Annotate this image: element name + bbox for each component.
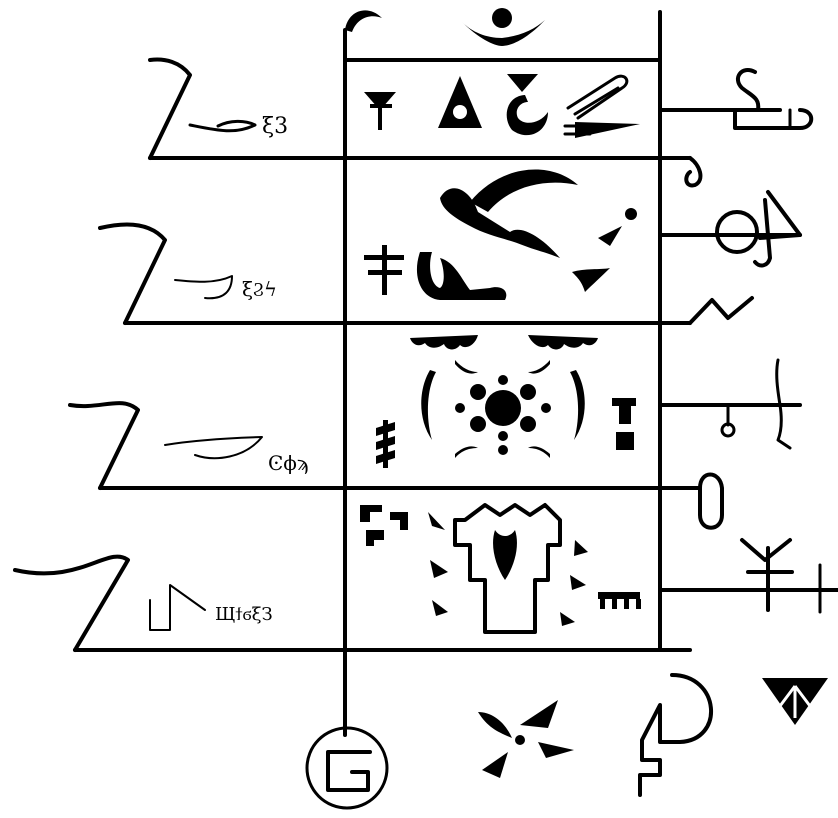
row-3-script: Ͼϕϡ	[268, 451, 308, 475]
bird-glyph	[440, 169, 578, 258]
right-attachments	[658, 68, 838, 614]
dagger-glyph	[572, 208, 637, 292]
row-lines	[73, 156, 702, 652]
triple-arrow-glyph	[563, 74, 640, 138]
shuriken-glyph	[478, 700, 574, 778]
row-2-script: ξϨϟ	[242, 277, 277, 301]
hook-glyph	[638, 673, 714, 797]
frame	[343, 10, 662, 737]
down-arrow-glyph	[364, 92, 396, 130]
pole-hook-icon	[345, 10, 382, 32]
arches-glyph	[410, 335, 598, 350]
tower-glyph	[612, 398, 636, 450]
circle-square-glyph	[305, 726, 389, 810]
triangle-glyph	[762, 678, 828, 725]
cross-bar-glyph	[364, 245, 404, 295]
stepped-mask-glyph	[428, 503, 588, 634]
reclining-figure-glyph	[416, 252, 507, 300]
fish-hook-glyph	[506, 74, 548, 136]
dots-rosette-glyph	[421, 360, 585, 458]
row-1-script: ξ3	[262, 114, 288, 139]
branch-glyph	[376, 420, 395, 468]
row-4-script: ЩϯϭξЗ	[215, 604, 273, 625]
sun-glyph	[462, 8, 545, 46]
left-scripts: ξ3 ξϨϟ Ͼϕϡ ЩϯϭξЗ	[149, 114, 308, 631]
spiral-glyph	[360, 505, 408, 546]
comb-glyph	[598, 592, 641, 609]
left-flags	[13, 57, 192, 652]
triangle-eye-glyph	[438, 76, 482, 128]
